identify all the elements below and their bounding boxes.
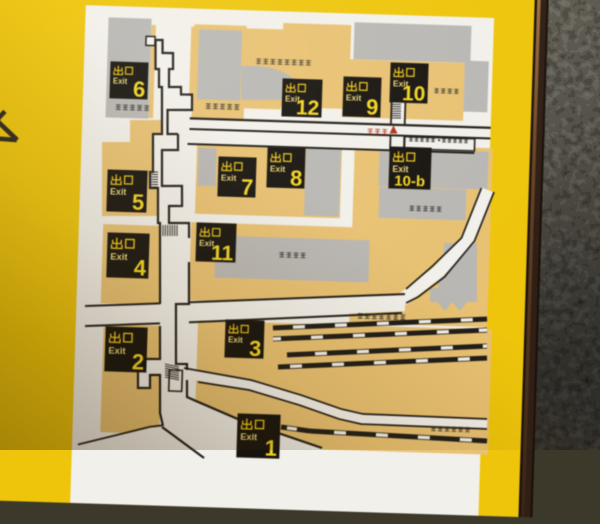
svg-text:Exit: Exit (346, 92, 362, 102)
svg-text:7: 7 (241, 175, 254, 200)
svg-text:Exit: Exit (113, 77, 128, 86)
svg-text:Exit: Exit (110, 187, 127, 198)
svg-text:Exit: Exit (270, 164, 286, 174)
svg-text:10-b: 10-b (394, 173, 425, 191)
svg-text:Exit: Exit (221, 172, 237, 182)
svg-text:4: 4 (133, 256, 147, 281)
svg-text:9: 9 (366, 95, 379, 120)
svg-text:6: 6 (133, 77, 146, 102)
svg-text:5: 5 (132, 190, 145, 215)
svg-text:11: 11 (211, 242, 234, 266)
svg-text:12: 12 (296, 97, 320, 121)
svg-text:10: 10 (402, 82, 426, 106)
svg-text:8: 8 (290, 166, 303, 191)
svg-text:Exit: Exit (240, 432, 257, 443)
svg-text:Exit: Exit (110, 250, 128, 262)
svg-text:Exit: Exit (228, 335, 243, 344)
svg-text:1: 1 (264, 436, 277, 461)
svg-text:Exit: Exit (108, 344, 126, 356)
svg-text:3: 3 (249, 336, 262, 361)
svg-text:2: 2 (131, 349, 144, 374)
